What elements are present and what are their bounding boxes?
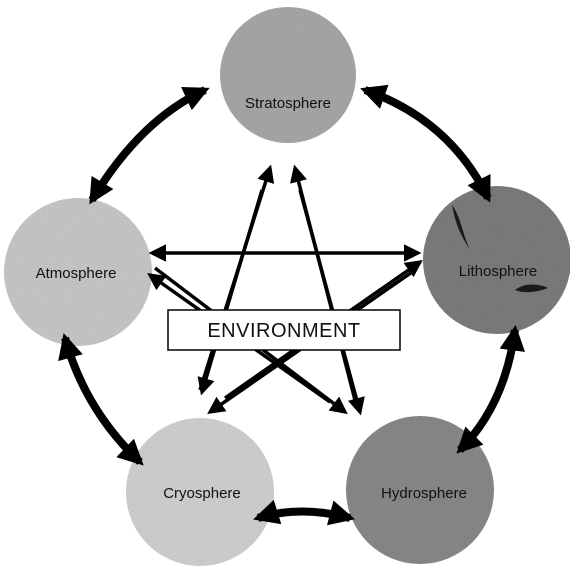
- fossil-mark-icon: [452, 205, 470, 250]
- lithosphere-circle: [423, 186, 570, 334]
- lithosphere-label: Lithosphere: [459, 263, 537, 280]
- stratosphere-label: Stratosphere: [245, 95, 331, 112]
- arrow-hydrosphere-cryosphere: [253, 499, 355, 526]
- arrow-stratosphere-cryosphere: [197, 189, 264, 396]
- environment-box: [167, 309, 401, 351]
- arrow-stratosphere-lithosphere: [360, 84, 492, 203]
- arrow-atmosphere-stratosphere: [88, 86, 210, 205]
- environment-label: ENVIRONMENT: [207, 320, 360, 342]
- hydrosphere-label: Hydrosphere: [381, 485, 467, 502]
- stratosphere-circle: [220, 7, 356, 143]
- atmosphere-label: Atmosphere: [36, 265, 117, 282]
- arrow-cryosphere-atmosphere: [58, 333, 144, 466]
- fossil-mark-icon-2: [515, 284, 548, 293]
- atmosphere-circle: [4, 198, 152, 346]
- arrow-stratosphere-hydrosphere: [298, 189, 365, 416]
- arrow-lithosphere-hydrosphere: [456, 324, 525, 454]
- cryosphere-label: Cryosphere: [163, 485, 241, 502]
- cryosphere-circle: [126, 418, 274, 566]
